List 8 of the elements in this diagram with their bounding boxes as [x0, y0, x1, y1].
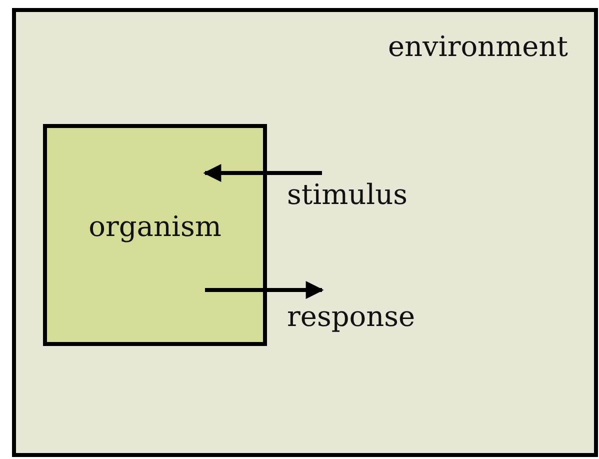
node-label: organism [88, 210, 222, 244]
environment-box [12, 8, 598, 457]
arrow [205, 281, 324, 299]
edge-label: stimulus [287, 178, 408, 212]
node-label: environment [388, 30, 568, 64]
organism-box [43, 124, 267, 346]
edge-label: response [287, 300, 416, 334]
arrow [203, 164, 322, 182]
